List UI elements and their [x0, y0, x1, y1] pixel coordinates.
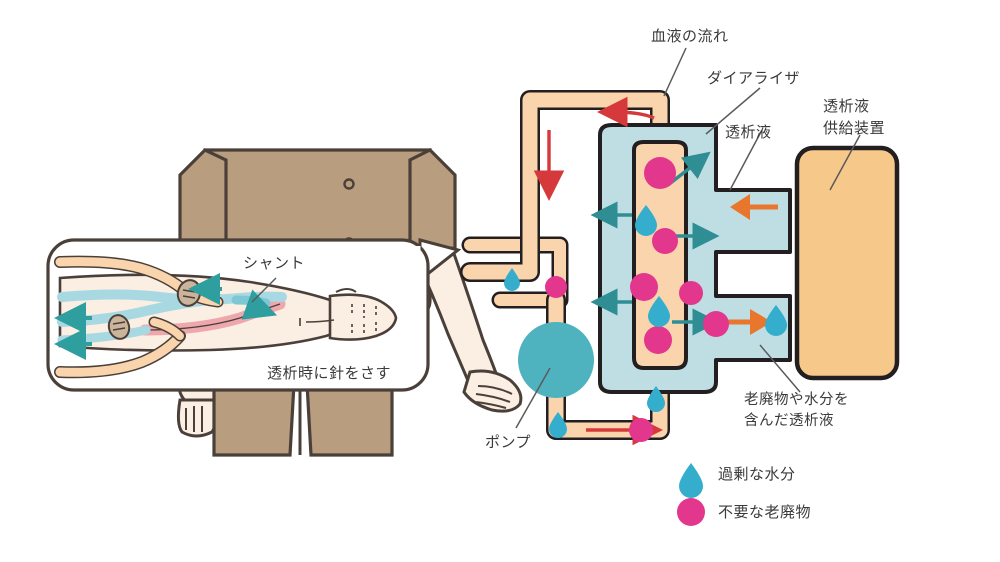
legend-glyphs [677, 463, 705, 526]
dialysate-outflow-arrow [726, 309, 772, 335]
leader-blood-flow [663, 47, 687, 97]
inset-tube-top [55, 257, 191, 297]
leader-dialyzer [705, 87, 761, 135]
inset-needle-bottom [150, 318, 184, 340]
inset-thumb [335, 288, 357, 293]
water-drops [504, 205, 787, 438]
inset-finger-lines [351, 304, 377, 334]
particles-group [504, 157, 787, 442]
label-blood-flow: 血液の流れ [651, 27, 729, 45]
label-supply-device: 透析液 供給装置 [823, 97, 886, 137]
label-dialyzer: ダイアライザ [707, 69, 801, 87]
dialysate-supply-device [794, 145, 900, 381]
dialysate-inflow-arrow [730, 194, 778, 220]
inset-flow-arrows [54, 273, 278, 360]
waste-particles [545, 157, 729, 442]
leader-shunt [251, 277, 277, 303]
inset-arm-mark [299, 318, 335, 326]
patient-left-sleeve [178, 148, 228, 252]
label-pump: ポンプ [485, 433, 532, 451]
legend-label-waste: 不要な老廃物 [718, 503, 812, 521]
inset-tube-bottom [55, 331, 185, 377]
legend-waste-particle-icon [677, 498, 705, 526]
label-shunt: シャント [243, 254, 306, 272]
membrane-transfer-arrows-left [590, 201, 632, 316]
shirt-button-top [343, 178, 355, 190]
arterial-tube [464, 239, 566, 306]
leader-dialysate [729, 129, 763, 191]
leader-pump [515, 367, 551, 429]
leader-lines [515, 47, 861, 429]
right-hand-fingers [475, 385, 513, 409]
inset-hand [328, 293, 398, 341]
left-hand-fingers [185, 406, 203, 432]
label-needle-note: 透析時に針をさす [267, 364, 392, 382]
legend-water-drop-icon [679, 463, 703, 498]
dialyzer-assembly [533, 96, 792, 446]
inset-shunt-junction [231, 295, 271, 308]
blood-pump [518, 322, 594, 398]
label-dialysate: 透析液 [725, 123, 772, 141]
blood-compartment [632, 140, 688, 370]
leader-supply-device [829, 134, 861, 191]
legend-label-water: 過剰な水分 [718, 465, 796, 483]
patient-left-hand [176, 398, 218, 438]
arm-inset-callout [46, 238, 462, 392]
label-waste-dialysate: 老廃物や水分を 含んだ透析液 [744, 392, 849, 430]
patient-right-sleeve [408, 148, 457, 252]
leader-waste-dialysate [759, 344, 801, 393]
